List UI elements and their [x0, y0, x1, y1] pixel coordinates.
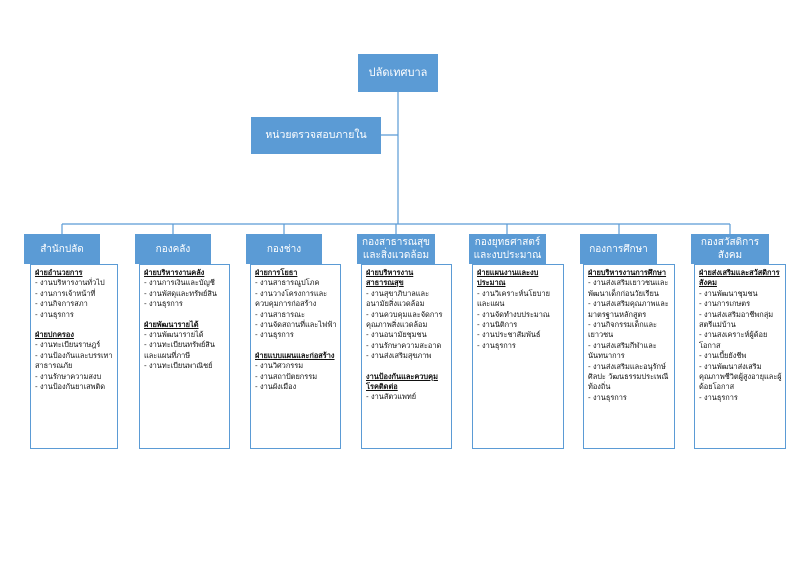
list-item: - งานพัฒนารายได้ [144, 330, 204, 340]
department-title: กองยุทธศาสตร์และงบประมาณ [473, 237, 542, 261]
section: ฝ่ายการโยธา - งานสาธารณูปโภค - งานวางโคร… [255, 268, 338, 341]
department-panel-education: ฝ่ายบริหารงานการศึกษา - งานส่งเสริมเยาวช… [583, 264, 675, 449]
section: ฝ่ายบริหารงานการศึกษา - งานส่งเสริมเยาวช… [588, 268, 672, 403]
section-title: ฝ่ายบริหารงานการศึกษา [588, 268, 667, 277]
department-header-strategy-budget: กองยุทธศาสตร์และงบประมาณ [469, 234, 546, 264]
list-item: - งานอนามัยชุมชน [366, 330, 427, 340]
list-item: - งานกิจการสภา [35, 299, 88, 309]
list-item: - งานพัฒนาส่งเสริมคุณภาพชีวิตผู้สูงอายุแ… [699, 361, 782, 392]
department-panel-social-welfare: ฝ่ายส่งเสริมและสวัสดิการสังคม - งานพัฒนา… [694, 264, 786, 449]
section: ฝ่ายแผนงานและงบประมาณ - งานวิเคราะห์นโยบ… [477, 268, 561, 351]
section-title: ฝ่ายบริหารงานคลัง [144, 268, 205, 277]
department-panel-strategy-budget: ฝ่ายแผนงานและงบประมาณ - งานวิเคราะห์นโยบ… [472, 264, 564, 449]
list-item: - งานทะเบียนพาณิชย์ [144, 361, 213, 371]
section: ฝ่ายบริหารงานคลัง - งานการเงินและบัญชี -… [144, 268, 227, 310]
section: ฝ่ายบริหารงานสาธารณสุข - งานสุขาภิบาลและ… [366, 268, 449, 362]
list-item: - งานส่งเสริมคุณภาพและมาตรฐานหลักสูตร [588, 299, 669, 319]
list-item: - งานบริหารงานทั่วไป [35, 278, 105, 288]
list-item: - งานส่งเสริมเยาวชนและพัฒนาเด็กก่อนวัยเร… [588, 278, 669, 298]
list-item: - งานธุรการ [255, 330, 294, 340]
list-item: - งานพัสดุและทรัพย์สิน [144, 288, 217, 298]
department-panel-office-of-clerk: ฝ่ายอำนวยการ - งานบริหารงานทั่วไป - งานก… [30, 264, 118, 449]
department-header-finance: กองคลัง [135, 234, 211, 264]
list-item: - งานการเกษตร [699, 299, 751, 309]
list-item: - งานธุรการ [588, 392, 627, 402]
list-item: - งานสถาปัตยกรรม [255, 371, 318, 381]
list-item: - งานประชาสัมพันธ์ [477, 330, 541, 340]
department-panel-finance: ฝ่ายบริหารงานคลัง - งานการเงินและบัญชี -… [139, 264, 230, 449]
section-title: ฝ่ายพัฒนารายได้ [144, 319, 199, 329]
list-item: - งานกิจกรรมเด็กและเยาวชน [588, 320, 657, 340]
list-item: - งานผังเมือง [255, 382, 297, 392]
section: ฝ่ายพัฒนารายได้ - งานพัฒนารายได้ - งานทะ… [144, 320, 227, 372]
section-title: ฝ่ายส่งเสริมและสวัสดิการสังคม [699, 268, 780, 288]
section-title: ฝ่ายปกครอง [35, 330, 74, 340]
list-item: - งานส่งเสริมและอนุรักษ์ศิลปะ วัฒนธรรมปร… [588, 361, 669, 392]
department-title: กองสวัสดิการสังคม [700, 237, 760, 261]
department-header-education: กองการศึกษา [580, 234, 657, 264]
list-item: - งานจัดทำงบประมาณ [477, 309, 550, 319]
section-title: ฝ่ายแผนงานและงบประมาณ [477, 268, 539, 288]
list-item: - งานส่งเสริมอาชีพกลุ่มสตรีแม่บ้าน [699, 309, 774, 330]
list-item: - งานวิเคราะห์นโยบายและแผน [477, 288, 550, 309]
section: ฝ่ายแบบแผนและก่อสร้าง - งานวิศวกรรม - งา… [255, 351, 338, 393]
section-title: ฝ่ายการโยธา [255, 268, 298, 277]
internal-audit-box: หน่วยตรวจสอบภายใน [251, 117, 381, 154]
list-item: - งานรักษาความสะอาด [366, 340, 442, 350]
department-title: กองคลัง [155, 243, 191, 255]
list-item: - งานสงเคราะห์ผู้ด้อยโอกาส [699, 330, 768, 350]
department-panel-public-health: ฝ่ายบริหารงานสาธารณสุข - งานสุขาภิบาลและ… [361, 264, 452, 449]
list-item: - งานสุขาภิบาลและอนามัยสิ่งแวดล้อม [366, 288, 430, 309]
list-item: - งานจัดสถานที่และไฟฟ้า [255, 320, 337, 330]
list-item: - งานทะเบียนราษฎร์ [35, 340, 101, 350]
list-item: - งานพัฒนาชุมชน [699, 288, 758, 298]
section-title: ฝ่ายอำนวยการ [35, 268, 83, 277]
department-title: กองช่าง [266, 243, 302, 255]
list-item: - งานป้องกันและบรรเทาสาธารณภัย [35, 350, 113, 371]
list-item: - งานธุรการ [477, 340, 516, 350]
list-item: - งานวิศวกรรม [255, 361, 304, 371]
list-item: - งานธุรการ [35, 309, 74, 319]
department-title: กองการศึกษา [589, 243, 648, 255]
section-title: งานป้องกันและควบคุมโรคติดต่อ [366, 371, 438, 392]
list-item: - งานนิติการ [477, 320, 518, 330]
department-header-engineering: กองช่าง [246, 234, 322, 264]
section-title: ฝ่ายบริหารงานสาธารณสุข [366, 268, 414, 288]
section-title: ฝ่ายแบบแผนและก่อสร้าง [255, 350, 335, 360]
section: งานป้องกันและควบคุมโรคติดต่อ - งานสัตวแพ… [366, 372, 449, 403]
list-item: - งานสัตวแพทย์ [366, 392, 417, 402]
mayor-clerk-box: ปลัดเทศบาล [358, 54, 438, 92]
department-header-social-welfare: กองสวัสดิการสังคม [691, 234, 769, 264]
list-item: - งานสาธารณะ [255, 309, 305, 319]
department-header-public-health: กองสาธารณสุขและสิ่งแวดล้อม [357, 234, 435, 264]
list-item: - งานเบี้ยยังชีพ [699, 351, 747, 361]
department-title: กองสาธารณสุขและสิ่งแวดล้อม [362, 237, 430, 261]
internal-audit-label: หน่วยตรวจสอบภายใน [265, 128, 367, 141]
list-item: - งานธุรการ [144, 299, 183, 309]
list-item: - งานป้องกันยาเสพติด [35, 382, 106, 392]
list-item: - งานวางโครงการและควบคุมการก่อสร้าง [255, 288, 328, 309]
department-title: สำนักปลัด [40, 243, 84, 255]
list-item: - งานการเงินและบัญชี [144, 278, 215, 288]
department-panel-engineering: ฝ่ายการโยธา - งานสาธารณูปโภค - งานวางโคร… [250, 264, 341, 449]
section: ฝ่ายปกครอง - งานทะเบียนราษฎร์ - งานป้องก… [35, 330, 115, 392]
list-item: - งานทะเบียนทรัพย์สินและแผนที่ภาษี [144, 340, 215, 360]
list-item: - งานรักษาความสงบ [35, 371, 102, 381]
department-header-office-of-clerk: สำนักปลัด [24, 234, 100, 264]
section: ฝ่ายอำนวยการ - งานบริหารงานทั่วไป - งานก… [35, 268, 115, 320]
list-item: - งานส่งเสริมกีฬาและนันทนาการ [588, 340, 657, 361]
section: ฝ่ายส่งเสริมและสวัสดิการสังคม - งานพัฒนา… [699, 268, 783, 403]
list-item: - งานควบคุมและจัดการคุณภาพสิ่งแวดล้อม [366, 309, 443, 330]
list-item: - งานสาธารณูปโภค [255, 278, 320, 288]
mayor-clerk-label: ปลัดเทศบาล [368, 65, 428, 79]
list-item: - งานส่งเสริมสุขภาพ [366, 351, 432, 361]
list-item: - งานธุรการ [699, 392, 738, 402]
list-item: - งานการเจ้าหน้าที่ [35, 288, 96, 298]
